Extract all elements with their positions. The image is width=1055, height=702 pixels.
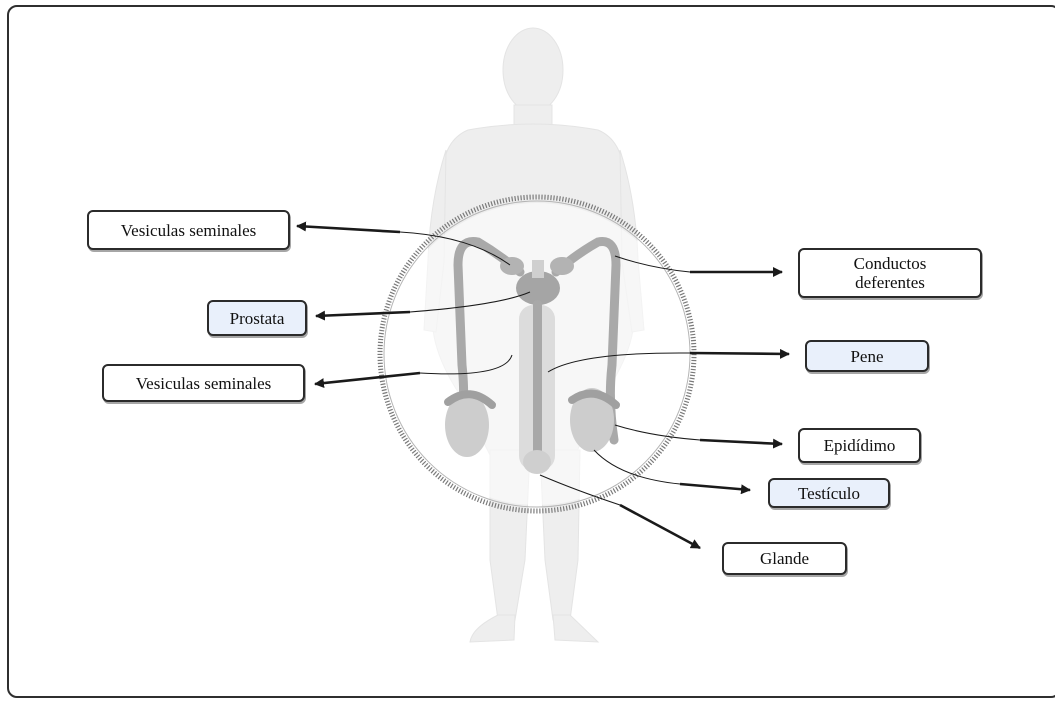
label-epididimo: Epidídimo [798, 428, 921, 463]
label-conductos-deferentes: Conductos deferentes [798, 248, 982, 298]
right-foot [553, 615, 598, 642]
right-seminal-vesicle [550, 257, 574, 275]
label-vesiculas-seminales-bottom: Vesiculas seminales [102, 364, 305, 402]
left-foot [470, 615, 515, 642]
pointer-glande [620, 505, 700, 548]
pointer-pene [690, 353, 789, 354]
label-vesiculas-seminales-top: Vesiculas seminales [87, 210, 290, 250]
left-seminal-vesicle [500, 257, 524, 275]
label-pene: Pene [805, 340, 929, 372]
urethra [533, 300, 542, 472]
head [503, 28, 563, 112]
bladder-neck [532, 260, 544, 278]
pointer-vesiculas-top [297, 226, 400, 232]
pointer-epididimo [700, 440, 782, 444]
label-testiculo: Testículo [768, 478, 890, 508]
glans [523, 450, 551, 474]
label-glande: Glande [722, 542, 847, 575]
pointer-testiculo [680, 484, 750, 490]
label-prostata: Prostata [207, 300, 307, 336]
